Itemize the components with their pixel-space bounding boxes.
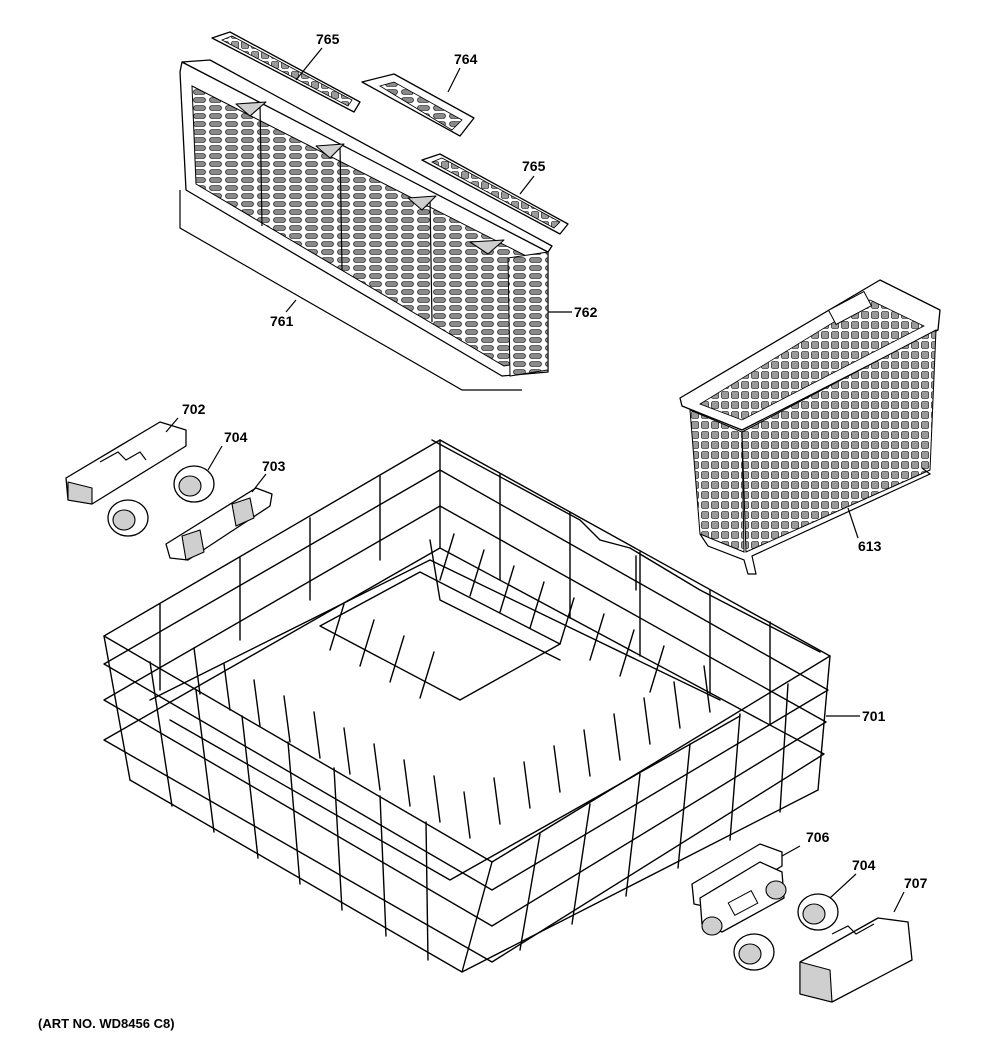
callout-764: 764 [454, 51, 478, 67]
callout-765-top: 765 [316, 31, 340, 47]
small-silverware-basket [679, 279, 941, 575]
callout-701: 701 [862, 708, 886, 724]
rack-roller-upper-left [173, 465, 215, 503]
callout-707: 707 [904, 875, 928, 891]
callout-613: 613 [858, 538, 882, 554]
basket-divider-top [211, 31, 361, 113]
callout-761: 761 [270, 313, 294, 329]
callout-704-left: 704 [224, 429, 248, 445]
rack-roller-lower-right [733, 933, 775, 971]
callout-702: 702 [182, 401, 206, 417]
roller-carrier-left [165, 487, 273, 561]
basket-insert-plate [361, 73, 475, 137]
rack-rail-end-cap [65, 421, 187, 505]
leader-lines [165, 47, 905, 913]
silverware-basket [179, 59, 553, 377]
callout-704-right: 704 [852, 857, 876, 873]
art-number-caption: (ART NO. WD8456 C8) [38, 1016, 175, 1031]
basket-divider-bottom [421, 153, 569, 235]
rack-rail-end-cap-right [799, 917, 913, 1003]
rack-roller-lower-left [107, 499, 149, 537]
callout-765-bottom: 765 [522, 158, 546, 174]
rack-roller-upper-right [797, 893, 839, 931]
callout-706: 706 [806, 829, 830, 845]
lower-dish-rack [103, 439, 831, 973]
callout-703: 703 [262, 458, 286, 474]
roller-carrier-right [691, 843, 787, 936]
callout-762: 762 [574, 304, 598, 320]
callout-bracket-761 [179, 190, 522, 391]
